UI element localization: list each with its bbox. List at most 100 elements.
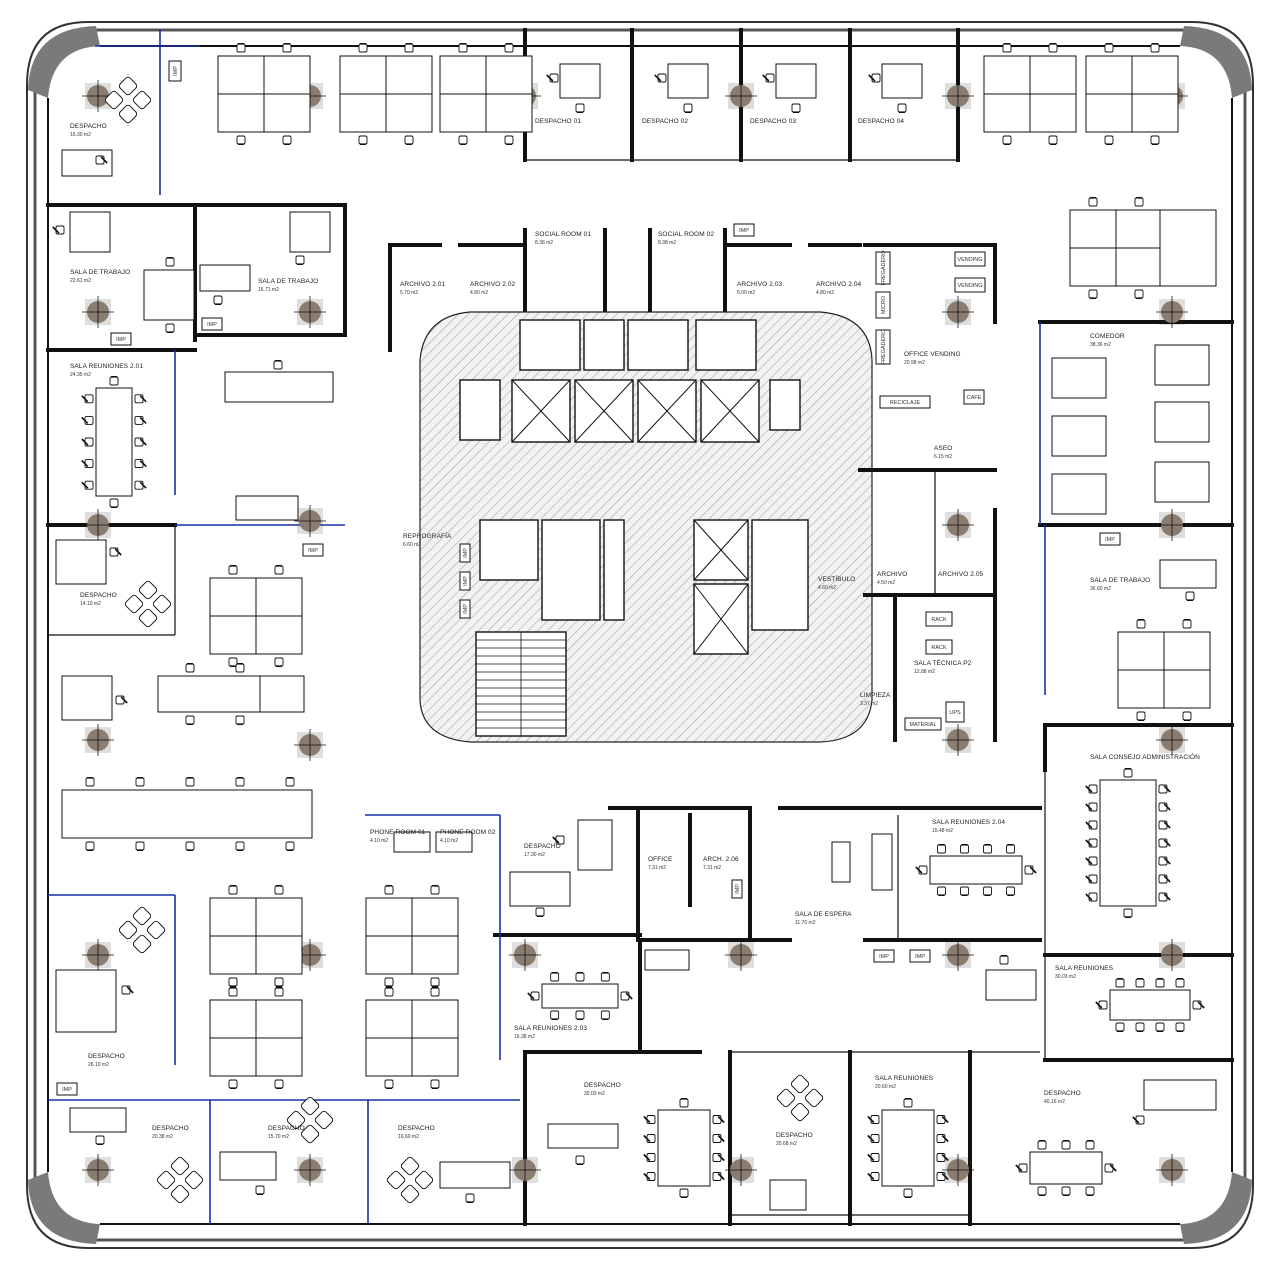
chair <box>228 657 238 668</box>
chair <box>1002 135 1012 145</box>
desk <box>1154 344 1210 386</box>
chair <box>1085 838 1098 848</box>
chair <box>867 1134 880 1143</box>
equipment-tag-label: IMP <box>308 548 318 554</box>
chair <box>1135 977 1145 988</box>
desk <box>55 539 107 585</box>
desk <box>385 93 433 133</box>
chair <box>1104 135 1114 145</box>
chair <box>936 1134 949 1143</box>
room-label-group: SOCIAL ROOM 028.38 m2 <box>658 231 714 246</box>
desk <box>1069 247 1117 287</box>
chair <box>643 1153 656 1162</box>
desk <box>157 675 261 713</box>
chair <box>791 103 801 113</box>
lounge-chair <box>776 1088 796 1108</box>
chair <box>937 886 946 897</box>
lounge-chair <box>124 594 144 614</box>
room-label-group: SALA CONSEJO ADMINISTRACIÓN <box>1090 752 1200 761</box>
lounge-chair <box>804 1088 824 1108</box>
chair <box>1085 856 1098 866</box>
chair <box>235 662 245 673</box>
desk <box>1051 357 1107 399</box>
chair <box>185 715 195 726</box>
room-name: VESTÍBULO <box>818 574 855 583</box>
equipment-tag-label: FREGADERO <box>881 329 887 365</box>
desk <box>365 897 413 937</box>
desk <box>509 871 571 907</box>
room-name: ASEO <box>934 445 952 452</box>
chair <box>1134 197 1144 207</box>
room-name: SALA REUNIONES <box>875 1075 934 1082</box>
lounge-chair <box>118 920 138 940</box>
equipment-tag: FREGADERO <box>875 329 891 365</box>
chair <box>600 1010 610 1021</box>
room-area: 20.60 m2 <box>875 1084 896 1090</box>
chair <box>274 884 284 895</box>
equipment-tag-label: FREGADERO <box>881 250 887 286</box>
desk <box>209 897 257 937</box>
chair <box>165 323 175 334</box>
equipment-tag-label: CAFE <box>967 395 982 401</box>
desk <box>439 55 487 95</box>
chair <box>762 73 775 83</box>
column <box>509 939 541 971</box>
chair <box>1037 1186 1047 1196</box>
chair <box>903 1188 913 1198</box>
room-label-group: PHONE ROOM 024.10 m2 <box>440 829 496 844</box>
room-area: 5.70 m2 <box>400 290 418 296</box>
equipment-tag-label: IMP <box>1105 537 1115 543</box>
chair <box>358 135 368 145</box>
room-label-group: ARCH. 2.067.31 m2 <box>703 856 739 871</box>
room-name: ARCHIVO 2.05 <box>938 571 984 578</box>
chair <box>465 1193 475 1203</box>
lounge-chair <box>286 1110 306 1130</box>
chair <box>430 1079 440 1089</box>
room-name: SALA CONSEJO ADMINISTRACIÓN <box>1090 752 1200 761</box>
chair <box>1085 1140 1095 1150</box>
desk <box>263 93 311 133</box>
room-area: 40.16 m2 <box>1044 1099 1065 1105</box>
equipment-tag-label: IMP <box>116 337 126 343</box>
desk <box>547 1123 619 1149</box>
desk <box>289 211 331 253</box>
room-area: 30.03 m2 <box>1055 974 1076 980</box>
desk <box>775 63 817 99</box>
meeting-table <box>929 855 1023 885</box>
room-area: 16.30 m2 <box>70 132 91 138</box>
equipment-tag-label: IMP <box>207 322 217 328</box>
chair <box>1155 977 1165 988</box>
desk <box>559 63 601 99</box>
chair <box>1136 618 1146 629</box>
desk <box>831 841 851 883</box>
chair <box>937 843 946 854</box>
chair <box>1048 42 1058 53</box>
room-name: DESPACHO <box>584 1082 621 1089</box>
chair <box>643 1134 656 1143</box>
chair <box>1182 711 1192 722</box>
desk <box>1154 401 1210 443</box>
chair <box>983 886 992 897</box>
chair <box>458 135 468 145</box>
desk <box>1117 631 1165 671</box>
room-name: DESPACHO 01 <box>535 118 581 125</box>
room-area: 16.38 m2 <box>514 1034 535 1040</box>
desk <box>255 615 303 655</box>
equipment-tag-label: IMP <box>915 954 925 960</box>
room-label-group: SALA REUNIONES 20.60 m2 <box>875 1075 934 1090</box>
desk <box>224 371 334 403</box>
chair <box>1048 135 1058 145</box>
chair <box>228 884 238 895</box>
chair <box>550 1010 560 1021</box>
lounge-chair <box>400 1184 420 1204</box>
room-name: DESPACHO 04 <box>858 118 904 125</box>
chair <box>81 480 94 490</box>
equipment-tag-label: MATERIAL <box>909 722 936 728</box>
chair <box>535 907 545 918</box>
chair <box>683 103 693 113</box>
